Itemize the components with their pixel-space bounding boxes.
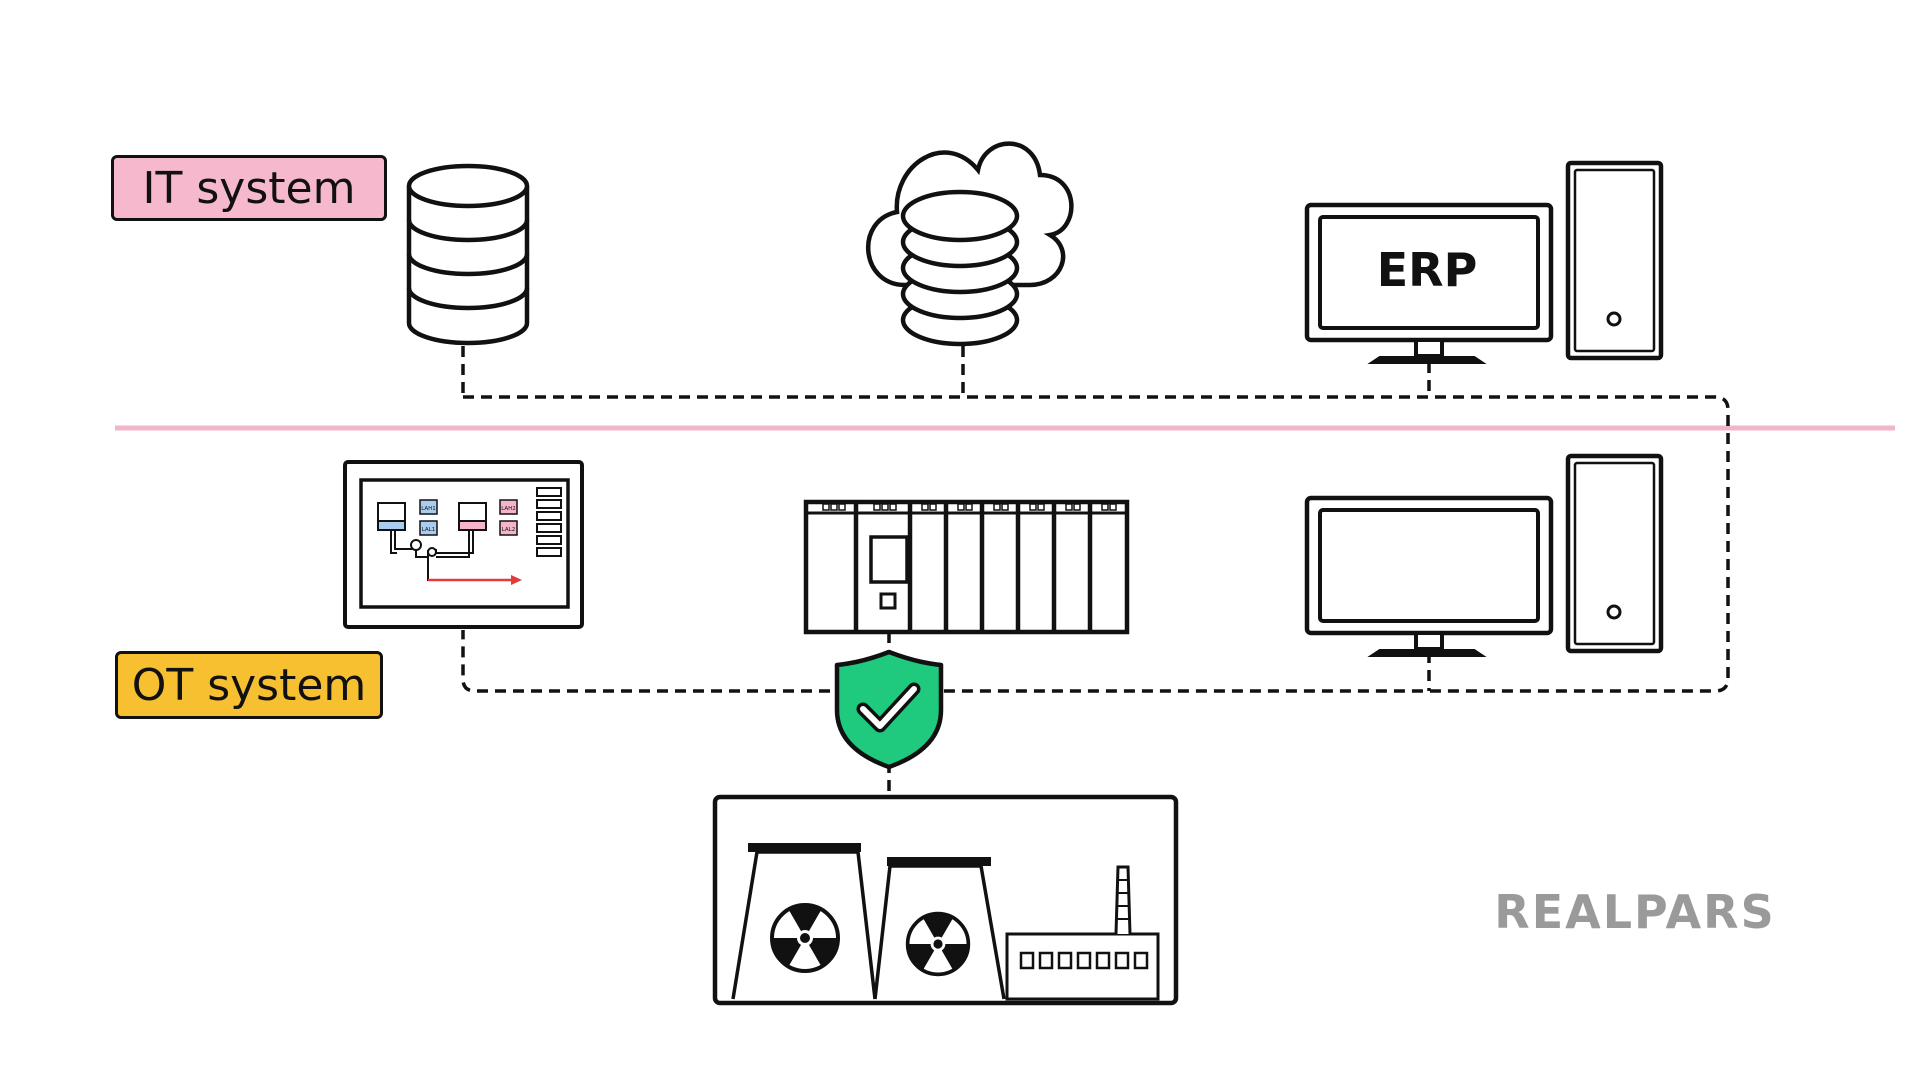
shield-check-icon — [834, 649, 944, 770]
erp-workstation-icon — [1304, 160, 1664, 364]
workstation-icon — [1304, 453, 1664, 657]
hmi-panel-icon: LAH1 LAL1 LAH2 LAL2 — [343, 460, 584, 629]
hmi-tag-lah1: LAH1 — [421, 506, 436, 512]
it-system-label: IT system — [111, 155, 387, 221]
nuclear-plant-icon — [712, 794, 1179, 1006]
erp-label: ERP — [1376, 243, 1478, 297]
hmi-tag-lal1: LAL1 — [422, 527, 436, 533]
hmi-tag-lal2: LAL2 — [502, 527, 516, 533]
cloud-database-icon — [865, 141, 1074, 347]
plc-rack-icon — [803, 499, 1130, 635]
database-icon — [406, 163, 530, 346]
realpars-logo: REALPARS — [1494, 885, 1776, 939]
hmi-tag-lah2: LAH2 — [501, 506, 516, 512]
ot-system-label: OT system — [115, 651, 383, 719]
